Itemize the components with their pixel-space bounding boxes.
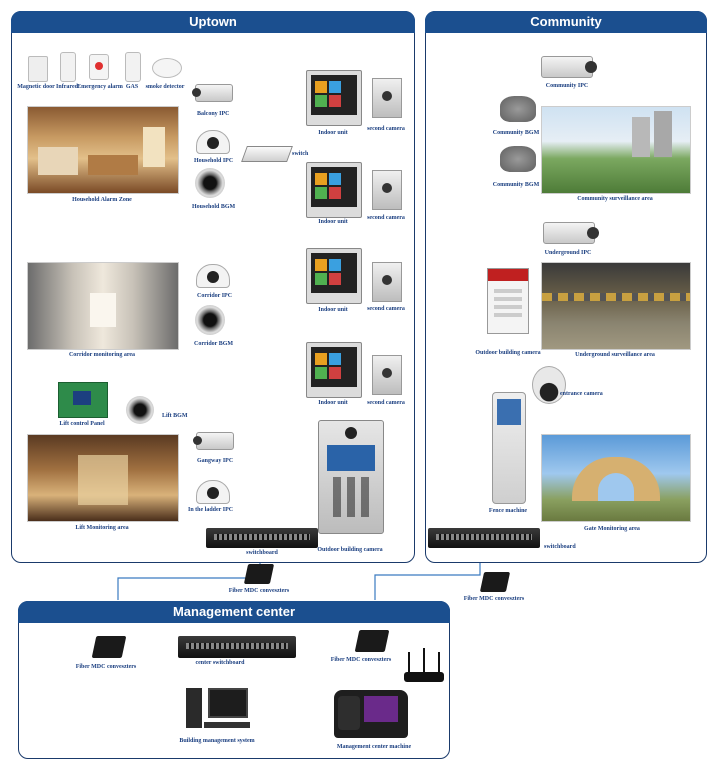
indoor-unit-1-icon bbox=[306, 70, 362, 126]
community-ipc-icon bbox=[541, 56, 597, 78]
community-switchboard-icon bbox=[428, 528, 540, 548]
center-switchboard-icon bbox=[178, 636, 296, 658]
lift-panel-label: Lift control Panel bbox=[59, 421, 105, 427]
management-title: Management center bbox=[18, 601, 450, 623]
underground-ipc-label: Underground IPC bbox=[544, 250, 592, 256]
lift-area-photo bbox=[27, 434, 179, 522]
indoor-unit-4-label: Indoor unit bbox=[318, 400, 348, 406]
community-bgm-1-label: Community BGM bbox=[492, 130, 540, 136]
corridor-area-label: Corridor monitoring area bbox=[68, 352, 136, 358]
lift-bgm-label: Lift BGM bbox=[162, 413, 188, 419]
community-surveillance-photo bbox=[541, 106, 691, 194]
network-switch-icon bbox=[241, 146, 293, 162]
second-camera-2-label: second camera bbox=[367, 215, 405, 221]
balcony-ipc-icon bbox=[192, 84, 233, 102]
uptown-title: Uptown bbox=[11, 11, 415, 33]
community-bgm-rock-speaker-1-icon bbox=[500, 96, 536, 122]
management-center-machine-icon bbox=[334, 690, 408, 738]
entrance-camera-label: entrance camera bbox=[560, 391, 603, 397]
household-ipc-icon bbox=[196, 130, 230, 154]
second-camera-1-icon bbox=[372, 78, 402, 118]
center-machine-label: Management center machine bbox=[336, 744, 412, 750]
building-management-computer-icon bbox=[186, 688, 252, 730]
gate-monitoring-photo bbox=[541, 434, 691, 522]
lift-area-label: Lift Monitoring area bbox=[75, 525, 129, 531]
community-ipc-label: Community IPC bbox=[545, 83, 589, 89]
community-bgm-2-label: Community BGM bbox=[492, 182, 540, 188]
indoor-unit-2-icon bbox=[306, 162, 362, 218]
ladder-ipc-label: In the ladder IPC bbox=[188, 507, 234, 513]
corridor-bgm-speaker-icon bbox=[195, 305, 225, 335]
gas-label: GAS bbox=[125, 84, 139, 90]
mgmt-fiber-right-label: Fiber MDC conveszters bbox=[330, 657, 392, 663]
smoke-detector-label: smoke detector bbox=[145, 84, 185, 90]
corridor-ipc-icon bbox=[196, 264, 230, 288]
bms-label: Building management system bbox=[179, 738, 255, 744]
fiber-converter-left-icon bbox=[243, 564, 275, 584]
gas-detector-icon bbox=[125, 52, 141, 82]
corridor-bgm-label: Corridor BGM bbox=[194, 341, 234, 347]
fence-machine-label: Fence machine bbox=[488, 508, 528, 514]
underground-surveillance-photo bbox=[541, 262, 691, 350]
indoor-unit-3-label: Indoor unit bbox=[318, 307, 348, 313]
emergency-alarm-label: Emergency alarm bbox=[77, 84, 123, 90]
center-switchboard-label: center switchboard bbox=[195, 660, 245, 666]
infrared-sensor-icon bbox=[60, 52, 76, 82]
entrance-camera-icon bbox=[532, 366, 566, 404]
indoor-unit-3-icon bbox=[306, 248, 362, 304]
fiber-converter-right-icon bbox=[479, 572, 511, 592]
wireless-router-icon bbox=[404, 648, 444, 682]
lift-bgm-speaker-icon bbox=[126, 396, 154, 424]
mgmt-fiber-left-label: Fiber MDC conveszters bbox=[75, 664, 137, 670]
community-surveillance-label: Community surveillance area bbox=[577, 196, 653, 202]
household-ipc-label: Household IPC bbox=[194, 158, 234, 164]
corridor-ipc-label: Corridor IPC bbox=[197, 293, 233, 299]
community-title: Community bbox=[425, 11, 707, 33]
magnetic-door-sensor-icon bbox=[28, 56, 48, 82]
indoor-unit-2-label: Indoor unit bbox=[318, 219, 348, 225]
indoor-unit-1-label: Indoor unit bbox=[318, 130, 348, 136]
emergency-alarm-icon bbox=[89, 54, 109, 80]
smoke-detector-icon bbox=[152, 58, 182, 78]
second-camera-3-label: second camera bbox=[367, 306, 405, 312]
gangway-ipc-icon bbox=[193, 432, 234, 450]
second-camera-4-icon bbox=[372, 355, 402, 395]
community-switchboard-label: switchboard bbox=[544, 544, 576, 550]
underground-area-label: Underground surveillance area bbox=[575, 352, 655, 358]
infrared-label: Infrared bbox=[56, 84, 78, 90]
corridor-photo bbox=[27, 262, 179, 350]
household-bgm-label: Household BGM bbox=[192, 204, 236, 210]
mgmt-fiber-converter-right-icon bbox=[354, 630, 390, 652]
second-camera-2-icon bbox=[372, 170, 402, 210]
switch-label: switch bbox=[292, 151, 309, 157]
management-panel: Management center bbox=[18, 601, 450, 759]
uptown-switchboard-label: switchboard bbox=[246, 550, 278, 556]
underground-ipc-icon bbox=[543, 222, 599, 244]
second-camera-1-label: second camera bbox=[367, 126, 405, 132]
balcony-ipc-label: Balcony IPC bbox=[197, 111, 230, 117]
community-bgm-rock-speaker-2-icon bbox=[500, 146, 536, 172]
lift-control-panel-icon bbox=[58, 382, 108, 418]
fiber-converter-left-label: Fiber MDC conveszters bbox=[228, 588, 290, 594]
mgmt-fiber-converter-left-icon bbox=[91, 636, 127, 658]
indoor-unit-4-icon bbox=[306, 342, 362, 398]
ladder-ipc-icon bbox=[196, 480, 230, 504]
gate-area-label: Gate Monitoring area bbox=[584, 526, 640, 532]
household-room-photo bbox=[27, 106, 179, 194]
fence-machine-kiosk-icon bbox=[492, 392, 526, 504]
outdoor-camera-label: Outdoor building camera bbox=[317, 547, 383, 553]
gangway-ipc-label: Gangway IPC bbox=[197, 458, 234, 464]
household-bgm-speaker-icon bbox=[195, 168, 225, 198]
second-camera-3-icon bbox=[372, 262, 402, 302]
household-zone-label: Household Alarm Zone bbox=[72, 197, 132, 203]
community-outdoor-camera-label: Outdoor building camera bbox=[475, 350, 541, 356]
outdoor-building-camera-panel-icon bbox=[487, 268, 529, 334]
magnetic-door-label: Magnetic door bbox=[17, 84, 55, 90]
second-camera-4-label: second camera bbox=[367, 400, 405, 406]
uptown-switchboard-icon bbox=[206, 528, 318, 548]
outdoor-building-camera-icon bbox=[318, 420, 384, 534]
fiber-converter-right-label: Fiber MDC conveszters bbox=[463, 596, 525, 602]
